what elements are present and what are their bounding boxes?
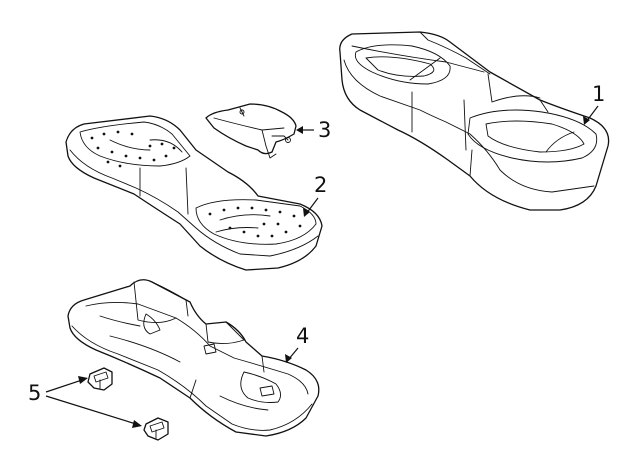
callout-5-leader-lower <box>45 395 137 425</box>
callout-5-label: 5 <box>28 381 41 405</box>
callout-3: 3 <box>296 118 331 142</box>
callout-2: 2 <box>303 173 327 217</box>
callout-5-arrowhead-lower <box>132 420 142 428</box>
part-1-seat-cushion <box>339 31 610 211</box>
callout-5-leader-upper <box>45 379 83 393</box>
callout-1-arrowhead <box>583 116 590 125</box>
callout-4: 4 <box>285 324 309 363</box>
callout-4-arrowhead <box>285 354 292 363</box>
callout-2-label: 2 <box>314 173 327 197</box>
part-4-seat-base <box>67 279 320 437</box>
callout-4-label: 4 <box>296 324 309 348</box>
callout-3-arrowhead <box>296 126 303 134</box>
callout-1: 1 <box>583 82 605 125</box>
part-3-bracket <box>205 103 297 159</box>
callout-5: 5 <box>28 376 142 428</box>
callout-5-arrowhead-upper <box>78 376 88 384</box>
callout-2-arrowhead <box>303 208 310 217</box>
part-5-clip-upper <box>87 367 113 391</box>
part-5-clip-lower <box>143 417 169 441</box>
part-2-seat-pad <box>65 115 323 271</box>
callout-1-label: 1 <box>592 82 605 106</box>
callout-3-label: 3 <box>318 118 331 142</box>
